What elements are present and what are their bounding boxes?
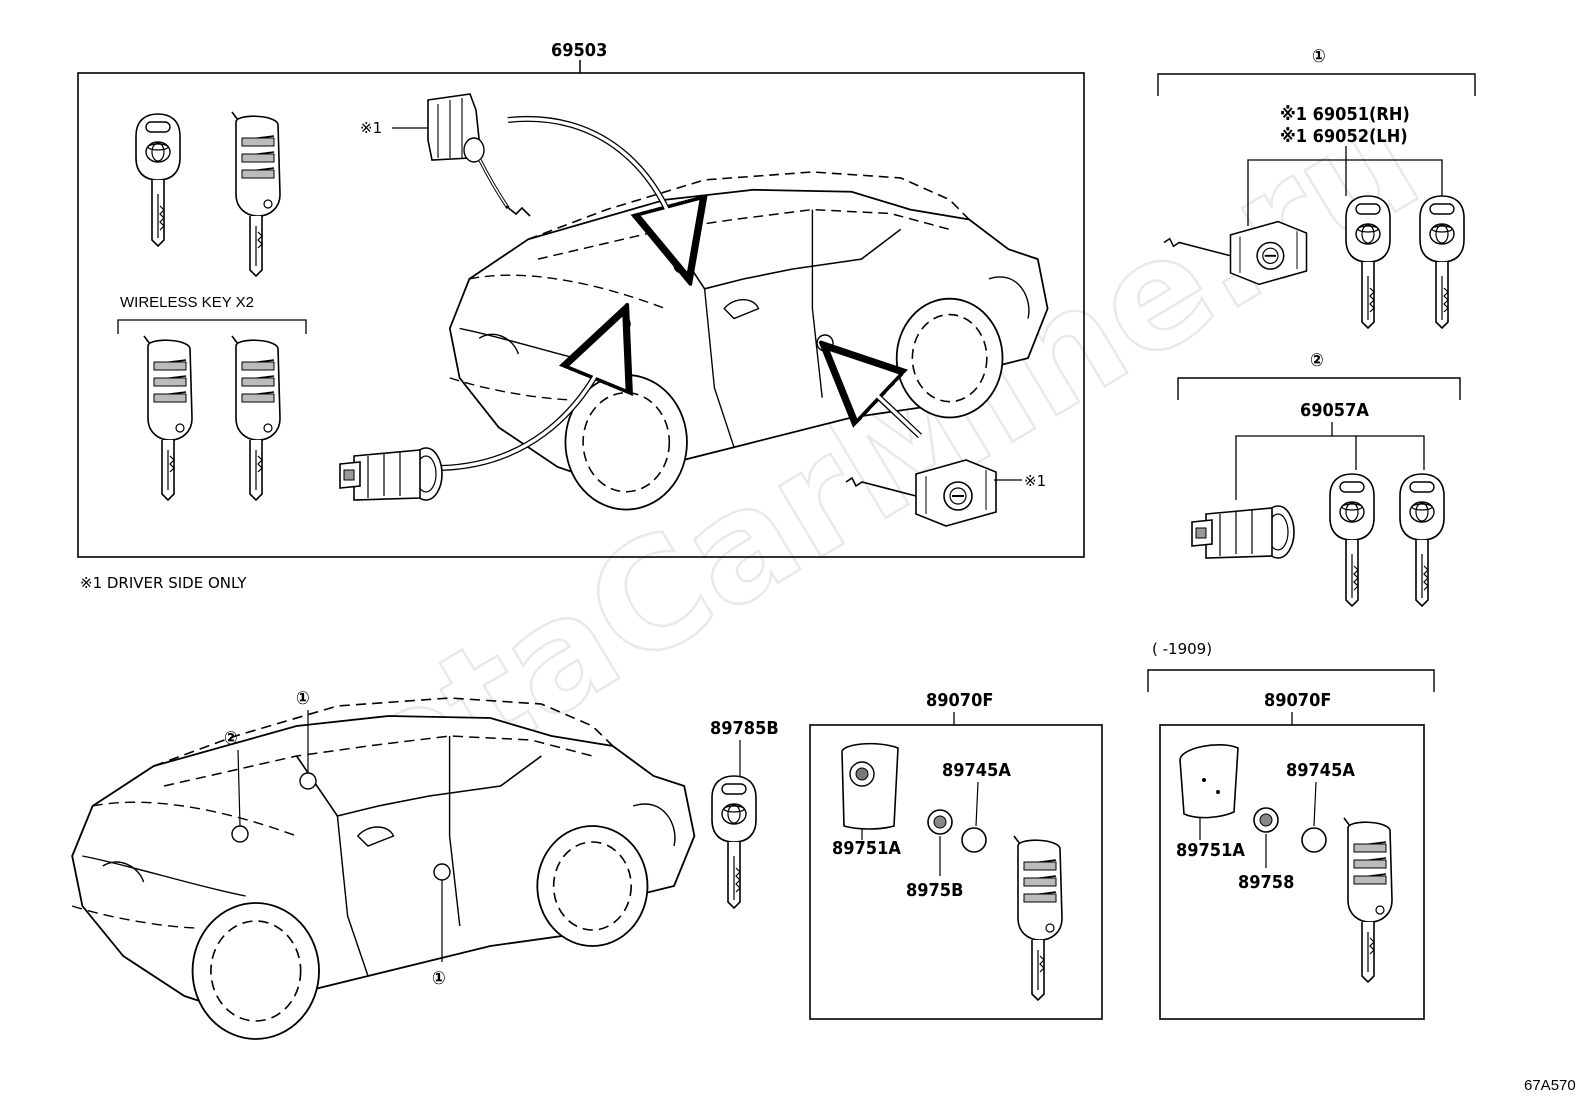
wireless-key-2 <box>231 335 281 501</box>
group-2-key-1 <box>1329 473 1375 607</box>
wireless-key-label: WIRELESS KEY X2 <box>120 294 254 311</box>
main-transponder-key <box>135 113 181 247</box>
part-number-89751a-a: 89751A <box>832 838 901 859</box>
driver-only-marker-top: ※1 <box>360 119 382 137</box>
locator-circle-1-bottom: ① <box>432 968 446 989</box>
wireless-key-1 <box>143 335 193 501</box>
remote-case-a <box>841 742 899 830</box>
key-blank-89785b <box>711 775 757 909</box>
part-number-69503: 69503 <box>551 40 607 61</box>
battery-89745a-a <box>961 827 987 853</box>
part-number-89758: 89758 <box>1238 872 1294 893</box>
remote-case-b <box>1179 744 1239 819</box>
battery-89745a-b <box>1301 827 1327 853</box>
main-set-box <box>77 72 1085 558</box>
main-remote-key <box>231 111 281 277</box>
group-1-marker: ① <box>1312 46 1326 67</box>
part-number-89785b: 89785B <box>710 718 779 739</box>
remote-key-set-a <box>1013 835 1063 1001</box>
part-number-69057a: 69057A <box>1300 400 1369 421</box>
part-number-89745a-b: 89745A <box>1286 760 1355 781</box>
remote-set-a-box <box>809 724 1103 1020</box>
locator-circle-2: ② <box>224 728 238 749</box>
group-2-key-2 <box>1399 473 1445 607</box>
footnote-driver-side-only: ※1 DRIVER SIDE ONLY <box>80 574 247 592</box>
part-number-89070f-a: 89070F <box>926 690 993 711</box>
part-number-89751a-b: 89751A <box>1176 840 1245 861</box>
part-number-8975b: 8975B <box>906 880 963 901</box>
date-range-label: ( -1909) <box>1152 640 1212 658</box>
part-number-69052-lh: ※1 69052(LH) <box>1280 126 1408 147</box>
part-number-89745a-a: 89745A <box>942 760 1011 781</box>
group-2-marker: ② <box>1310 350 1324 371</box>
vehicle-illustration-locator <box>71 697 696 1040</box>
remote-key-set-b <box>1343 817 1393 983</box>
part-number-69051-rh: ※1 69051(RH) <box>1280 104 1410 125</box>
group-1-key-2 <box>1419 195 1465 329</box>
part-number-89070f-b: 89070F <box>1264 690 1331 711</box>
diagram-code: 67A570 <box>1524 1077 1576 1094</box>
door-lock-harness-top <box>427 93 531 217</box>
driver-only-marker-bottom: ※1 <box>1024 472 1046 490</box>
group-2-cylinder <box>1191 505 1295 559</box>
ignition-cylinder-main <box>339 447 443 501</box>
remote-set-b-box <box>1159 724 1425 1020</box>
locator-circle-1-top: ① <box>296 688 310 709</box>
